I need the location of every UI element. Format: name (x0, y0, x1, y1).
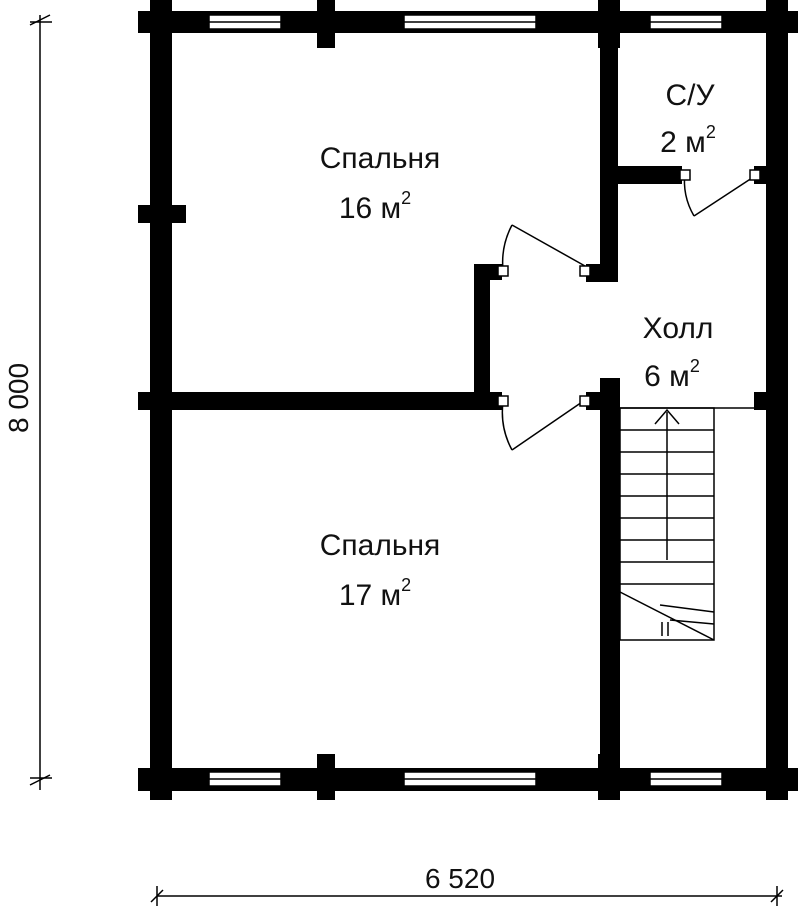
wall-stair-top-stub (586, 392, 620, 410)
outer-walls (138, 0, 798, 800)
room-area-hall: 6 м2 (644, 356, 700, 393)
wall-bedroom1-corner (586, 264, 618, 282)
wall-stair-left (600, 378, 620, 778)
dimension-width-label: 6 520 (425, 863, 495, 894)
log-end-left-upper (138, 205, 186, 223)
log-end-bottom-mid (317, 754, 335, 800)
wall-hall-left-bottom (474, 392, 502, 410)
stair-arrow-head (654, 408, 680, 425)
wall-hall-left-top (474, 264, 502, 280)
dimension-horizontal: 6 520 (150, 863, 784, 906)
wall-bedroom1-right (600, 20, 618, 282)
room-name-bedroom-upper: Спальня (320, 142, 441, 175)
wall-right (766, 0, 788, 800)
dimension-height-label: 8 000 (3, 363, 34, 433)
log-end-top-mid (317, 0, 335, 48)
wall-stair-right-stub (754, 392, 768, 410)
dimension-vertical: 8 000 (3, 14, 52, 790)
room-area-bathroom: 2 м2 (660, 122, 716, 159)
wall-bathroom-bottom (618, 166, 682, 184)
windows (208, 14, 723, 787)
interior-walls (150, 20, 768, 778)
room-area-bedroom-upper: 16 м2 (339, 188, 411, 225)
staircase (619, 407, 756, 641)
room-name-bedroom-lower: Спальня (320, 529, 441, 562)
doors (497, 169, 761, 451)
wall-bedrooms-divider (150, 392, 500, 410)
room-name-hall: Холл (643, 312, 714, 345)
door-bathroom[interactable] (679, 169, 761, 217)
door-bedroom-upper[interactable] (497, 224, 591, 277)
room-name-bathroom: С/У (665, 79, 715, 112)
room-labels: Спальня 16 м2 С/У 2 м2 Холл 6 м2 Спальня… (320, 79, 716, 612)
door-bedroom-lower[interactable] (497, 395, 591, 451)
room-area-bedroom-lower: 17 м2 (339, 575, 411, 612)
wall-hall-left (474, 264, 490, 394)
